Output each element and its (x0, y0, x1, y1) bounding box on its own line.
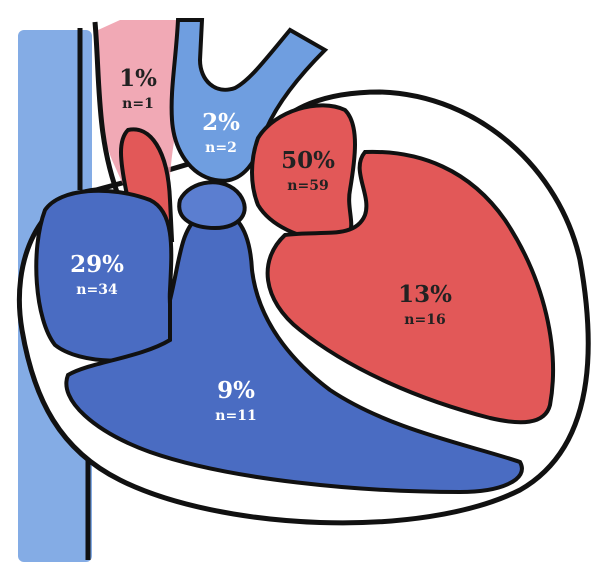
pulmonary-artery-label: 2% n=2 (202, 109, 240, 156)
right-atrium-count: n=34 (76, 282, 118, 298)
left-ventricle-label: 13% n=16 (398, 281, 452, 328)
right-atrium-percent: 29% (70, 251, 124, 278)
pulmonary-artery-count: n=2 (205, 140, 237, 156)
valve-bulge (179, 182, 244, 228)
left-atrium-percent: 50% (281, 147, 335, 174)
right-atrium-label: 29% n=34 (70, 251, 124, 298)
pulmonary-artery-percent: 2% (202, 109, 240, 136)
aorta-count: n=1 (122, 96, 154, 112)
left-ventricle-percent: 13% (398, 281, 452, 308)
aorta-percent: 1% (119, 65, 157, 92)
right-ventricle-count: n=11 (215, 408, 256, 424)
right-ventricle-percent: 9% (217, 377, 255, 404)
left-atrium-label: 50% n=59 (281, 147, 335, 194)
aorta-label: 1% n=1 (119, 65, 157, 112)
left-ventricle-count: n=16 (404, 312, 445, 328)
left-atrium-count: n=59 (287, 178, 328, 194)
right-ventricle-label: 9% n=11 (215, 377, 256, 424)
